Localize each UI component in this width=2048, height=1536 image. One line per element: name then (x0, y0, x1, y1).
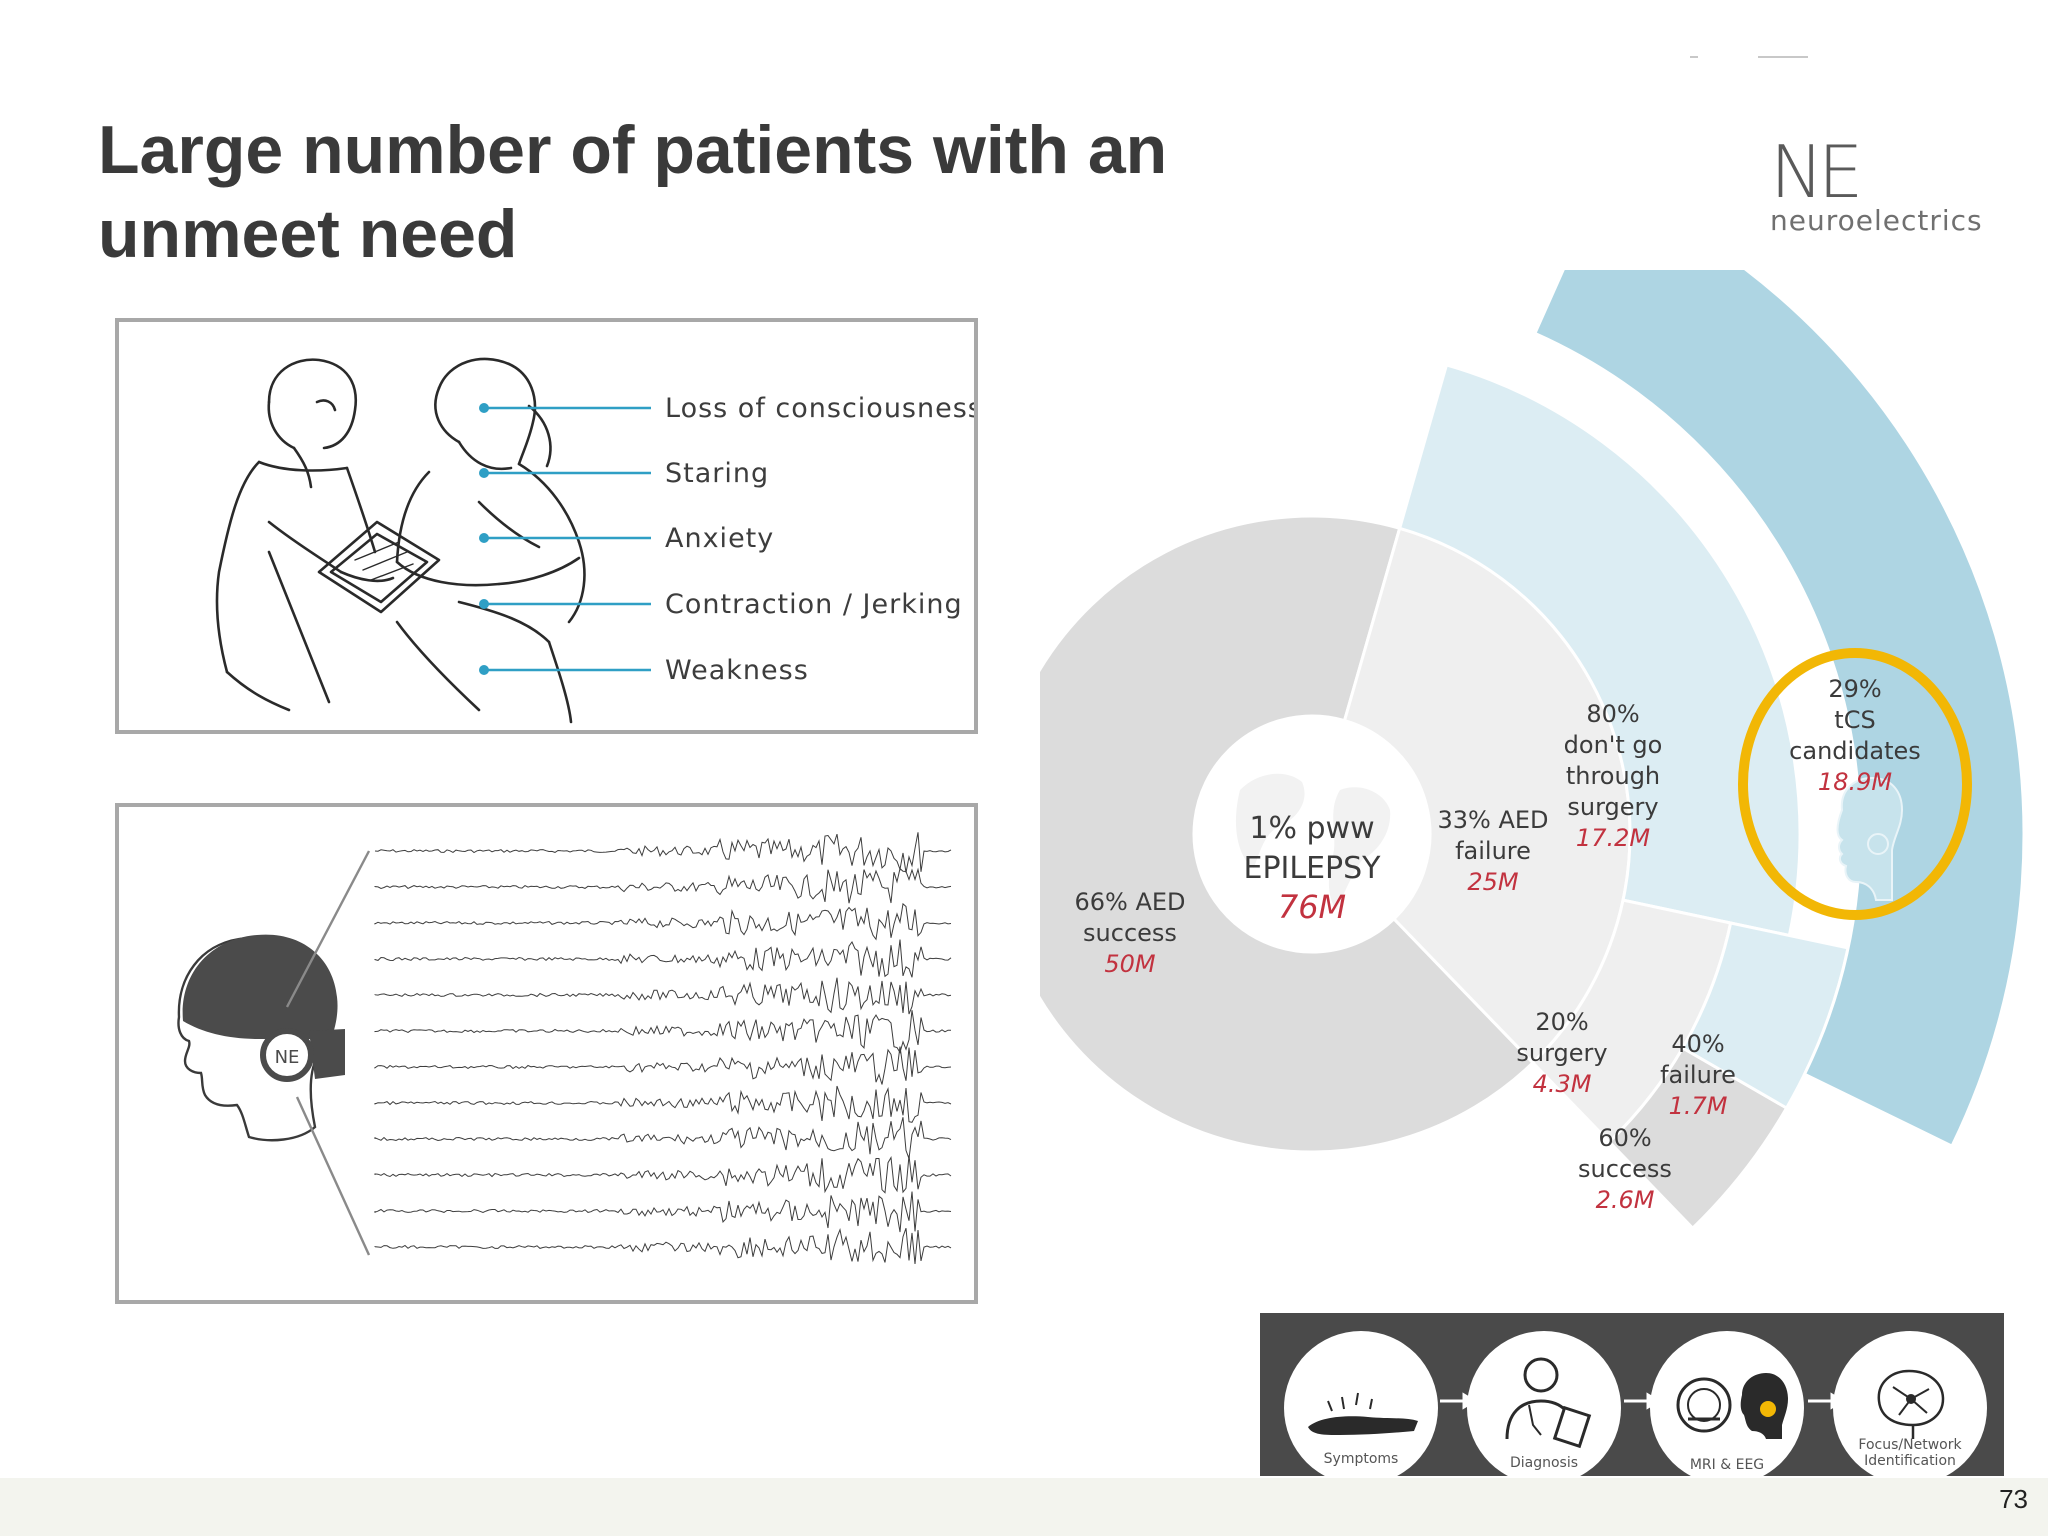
symptom-staring: Staring (665, 458, 769, 489)
eeg-channel-trace (374, 902, 952, 941)
doctor-patient-illustration: Loss of consciousness Staring Anxiety Co… (215, 357, 974, 724)
surgery-value: 4.3M (1533, 1070, 1592, 1098)
no-surgery-pct: 80% (1586, 700, 1639, 728)
tcs-head-icon (1836, 776, 1904, 901)
surgery-pct: 20% (1535, 1008, 1588, 1036)
surgery-success-label: success (1578, 1155, 1672, 1183)
surgery-failure-label: failure (1660, 1061, 1736, 1089)
eeg-channel-trace (374, 977, 952, 1015)
no-surgery-line3: surgery (1567, 793, 1658, 821)
aed-success-label: success (1083, 919, 1177, 947)
aed-failure-label: failure (1455, 837, 1531, 865)
symptom-loss-of-consciousness: Loss of consciousness (665, 393, 974, 424)
connector-dot (479, 533, 489, 543)
eeg-channel-trace (374, 1155, 952, 1194)
tcs-line1: tCS (1834, 706, 1875, 734)
zoom-line-top (285, 850, 371, 1008)
connector-dot (479, 468, 489, 478)
tcs-pct: 29% (1828, 675, 1881, 703)
globe-continent (1235, 773, 1305, 868)
page-number: 73 (1999, 1484, 2028, 1514)
top-decoration (1690, 56, 1808, 58)
patient-pathway: Symptoms Diagnosis MRI & EEG Focus/Netwo… (1260, 1313, 2004, 1476)
pathway-step-symptoms: Symptoms (1284, 1331, 1438, 1476)
surgery-failure-pct: 40% (1671, 1030, 1724, 1058)
eeg-traces (374, 832, 952, 1264)
globe-continent (1328, 787, 1391, 910)
eeg-channel-trace (374, 832, 952, 873)
surgery-success-pct: 60% (1598, 1124, 1651, 1152)
doctor-figure (215, 358, 441, 712)
eeg-panel: NE (115, 803, 978, 1304)
surgery-success-value: 2.6M (1596, 1186, 1655, 1214)
cap-logo-text: NE (275, 1047, 300, 1068)
wedge-no-surgery (1397, 363, 1802, 938)
brain-network-icon (1877, 1369, 1945, 1439)
eeg-channel-trace (374, 939, 952, 978)
center-pct: 1% pww (1249, 811, 1374, 846)
symptom-contraction-jerking: Contraction / Jerking (665, 589, 963, 620)
logo-wordmark: neuroelectrics (1770, 204, 1983, 237)
symptom-weakness: Weakness (665, 655, 809, 686)
eeg-channel-trace (374, 1085, 952, 1123)
step-label-focus-network: Focus/Network (1858, 1437, 1962, 1453)
eeg-channel-trace (374, 1117, 952, 1159)
neuroelectrics-logo: NE neuroelectrics (1770, 130, 2000, 240)
slide-title-line-2: unmeet need (98, 196, 518, 272)
eeg-channel-trace (374, 867, 952, 904)
surgery-failure-value: 1.7M (1669, 1092, 1728, 1120)
connector-dot (479, 599, 489, 609)
no-surgery-line2: through (1566, 762, 1660, 790)
sunburst-wedges (1040, 270, 2026, 1231)
head-profile: NE (177, 934, 345, 1142)
connector-dot (479, 403, 489, 413)
doctor-icon (1505, 1357, 1592, 1449)
step-label-symptoms: Symptoms (1323, 1451, 1399, 1467)
aed-failure-value: 25M (1467, 868, 1519, 896)
pathway-step-focus-network: Focus/Network Identification (1833, 1331, 1987, 1476)
globe (1200, 722, 1424, 946)
logo-mark: NE (1770, 130, 1863, 214)
no-surgery-line1: don't go (1564, 731, 1663, 759)
mri-eeg-icon (1676, 1373, 1788, 1439)
eeg-channel-trace (374, 1046, 952, 1085)
eeg-channel-trace (374, 1010, 951, 1054)
tcs-value: 18.9M (1818, 768, 1892, 796)
connector-dot (479, 665, 489, 675)
tcs-line2: candidates (1789, 737, 1921, 765)
aed-success-pct: 66% AED (1074, 888, 1185, 916)
step-label-diagnosis: Diagnosis (1509, 1455, 1579, 1471)
seizure-icon (1308, 1392, 1418, 1435)
symptoms-panel: Loss of consciousness Staring Anxiety Co… (115, 318, 978, 734)
step-label-mri-eeg: MRI & EEG (1689, 1457, 1765, 1473)
pathway-step-mri-eeg: MRI & EEG (1650, 1331, 1804, 1476)
symptom-anxiety: Anxiety (665, 523, 774, 554)
pathway-step-diagnosis: Diagnosis (1467, 1331, 1621, 1476)
center-value: 76M (1278, 888, 1346, 926)
eeg-illustration: NE (177, 832, 952, 1264)
patient-figure (395, 357, 586, 724)
center-label: EPILEPSY (1243, 851, 1381, 886)
slide-title: Large number of patients with an unmeet … (98, 108, 1348, 276)
aed-failure-pct: 33% AED (1437, 806, 1548, 834)
surgery-label: surgery (1516, 1039, 1607, 1067)
wedge-aed-success (1040, 514, 1536, 1154)
eeg-channel-trace (374, 1227, 952, 1264)
tcs-highlight-ring (1738, 648, 1972, 920)
zoom-line-bottom (295, 1096, 371, 1256)
step-label-identification: Identification (1864, 1453, 1956, 1469)
no-surgery-value: 17.2M (1576, 824, 1650, 852)
eeg-channel-trace (374, 1191, 952, 1233)
aed-success-value: 50M (1104, 950, 1156, 978)
slide-footer (0, 1478, 2048, 1536)
cap-logo-badge (260, 1028, 314, 1082)
slide-title-line-1: Large number of patients with an (98, 112, 1168, 188)
epilepsy-sunburst: 1% pww EPILEPSY 76M 66% AED success 50M … (1040, 270, 2026, 1231)
symptom-connectors (479, 403, 651, 675)
